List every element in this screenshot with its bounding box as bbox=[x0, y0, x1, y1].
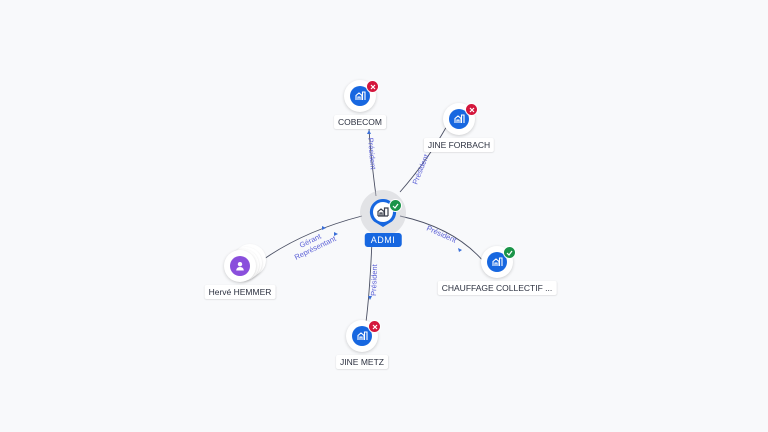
arrow-herve-representant bbox=[334, 232, 338, 236]
person-icon bbox=[230, 256, 250, 276]
status-badge-inactive bbox=[465, 103, 478, 116]
node-label: CHAUFFAGE COLLECTIF ... bbox=[437, 281, 557, 295]
status-badge-inactive bbox=[368, 320, 381, 333]
close-icon bbox=[372, 324, 377, 329]
arrow-chauffage bbox=[458, 248, 462, 252]
arrow-cobecom bbox=[367, 130, 371, 134]
node-label: JINE METZ bbox=[336, 355, 388, 369]
edge-chauffage bbox=[399, 215, 485, 263]
edge-label-cobecom: Président bbox=[366, 137, 378, 170]
node-label: COBECOM bbox=[334, 115, 386, 129]
close-icon bbox=[469, 107, 474, 112]
node-label: Hervé HEMMER bbox=[204, 285, 276, 299]
arrow-herve-gerant bbox=[322, 226, 326, 230]
building-icon bbox=[449, 109, 469, 129]
close-icon bbox=[370, 84, 375, 89]
status-badge-active bbox=[503, 246, 516, 259]
status-badge-inactive bbox=[366, 80, 379, 93]
edge-label-chauffage: Président bbox=[425, 224, 458, 245]
building-icon bbox=[377, 207, 389, 217]
check-icon bbox=[392, 203, 399, 209]
check-icon bbox=[506, 250, 513, 256]
node-circle[interactable] bbox=[344, 80, 376, 112]
node-label: JINE FORBACH bbox=[423, 138, 495, 152]
node-circle[interactable] bbox=[443, 103, 475, 135]
edge-herve bbox=[256, 215, 363, 265]
edge-jine-metz bbox=[365, 239, 373, 323]
building-icon bbox=[352, 326, 372, 346]
edge-label-jine-metz: Président bbox=[369, 263, 379, 296]
status-badge-active bbox=[389, 199, 402, 212]
building-icon bbox=[487, 252, 507, 272]
building-icon bbox=[350, 86, 370, 106]
edge-label-jine-forbach: Président bbox=[411, 152, 432, 186]
arrow-jine-metz bbox=[368, 296, 372, 300]
node-circle[interactable] bbox=[224, 250, 256, 282]
center-label: ADMI bbox=[364, 233, 402, 247]
edge-jine-forbach bbox=[399, 123, 449, 193]
